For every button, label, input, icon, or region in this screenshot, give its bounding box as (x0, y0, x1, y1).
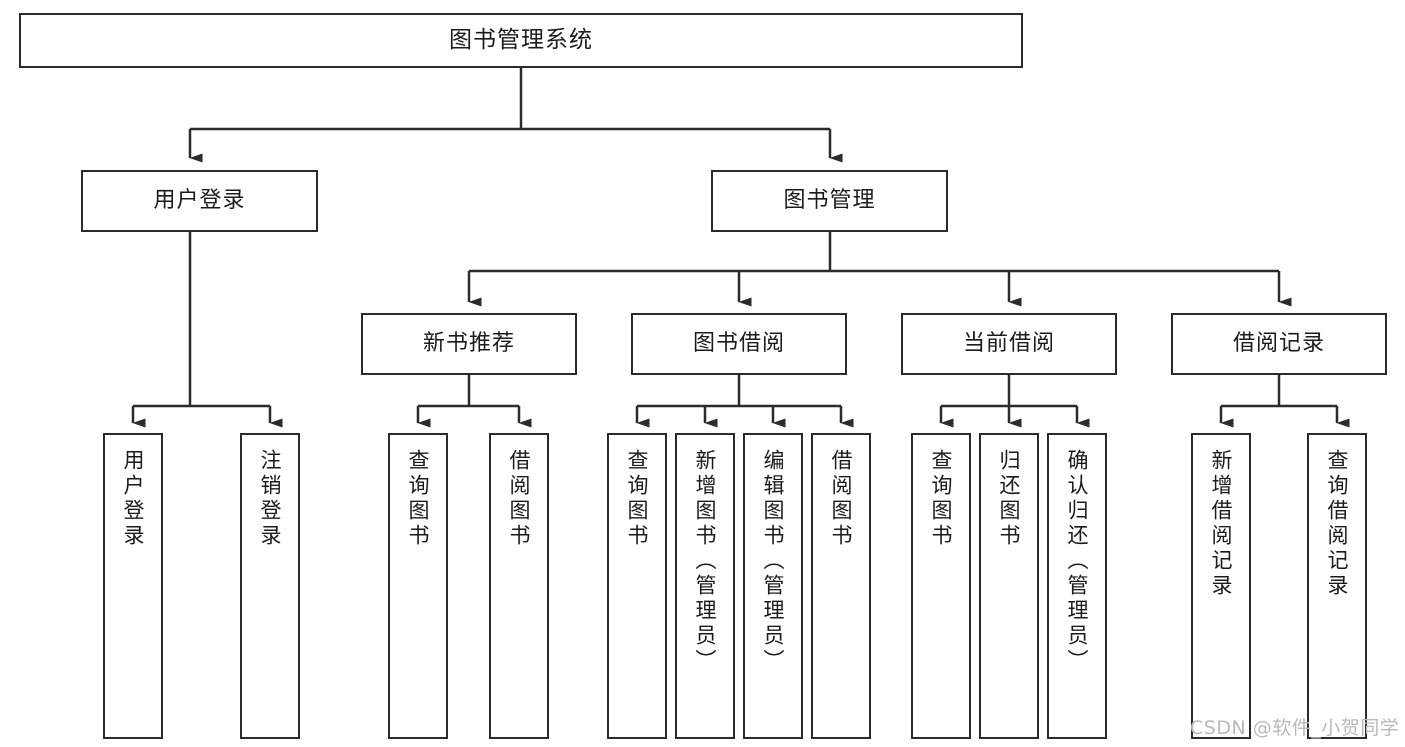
leaf-user-login-login[interactable]: 用户登录 (103, 433, 163, 739)
node-borrow-record[interactable]: 借阅记录 (1171, 313, 1387, 375)
node-book-borrow[interactable]: 图书借阅 (631, 313, 847, 375)
leaf-current-confirm-return-label: 确认归还（管理员） (1065, 449, 1090, 674)
node-user-login-label: 用户登录 (153, 188, 246, 214)
watermark: CSDN @软件_小贺同学 (1190, 717, 1400, 739)
leaf-borrow-edit-book-label: 编辑图书（管理员） (761, 449, 786, 674)
leaf-record-add-label: 新增借阅记录 (1209, 449, 1234, 599)
leaf-record-add[interactable]: 新增借阅记录 (1191, 433, 1251, 739)
leaf-new-book-borrow[interactable]: 借阅图书 (489, 433, 549, 739)
leaf-borrow-add-book[interactable]: 新增图书（管理员） (675, 433, 735, 739)
node-current-borrow[interactable]: 当前借阅 (901, 313, 1117, 375)
leaf-current-query-book[interactable]: 查询图书 (911, 433, 971, 739)
leaf-new-book-query[interactable]: 查询图书 (388, 433, 448, 739)
node-new-book-recommend[interactable]: 新书推荐 (361, 313, 577, 375)
leaf-user-login-logout-label: 注销登录 (258, 449, 283, 549)
leaf-current-confirm-return[interactable]: 确认归还（管理员） (1047, 433, 1107, 739)
node-new-book-recommend-label: 新书推荐 (422, 331, 515, 357)
leaf-borrow-add-book-label: 新增图书（管理员） (693, 449, 718, 674)
leaf-user-login-logout[interactable]: 注销登录 (240, 433, 300, 739)
leaf-user-login-login-label: 用户登录 (121, 449, 146, 549)
leaf-record-query[interactable]: 查询借阅记录 (1307, 433, 1367, 739)
leaf-borrow-edit-book[interactable]: 编辑图书（管理员） (743, 433, 803, 739)
leaf-current-query-book-label: 查询图书 (929, 449, 954, 549)
leaf-borrow-borrow-book-label: 借阅图书 (829, 449, 854, 549)
node-book-borrow-label: 图书借阅 (692, 331, 785, 357)
leaf-new-book-query-label: 查询图书 (406, 449, 431, 549)
node-book-management[interactable]: 图书管理 (711, 170, 948, 232)
leaf-borrow-query-book-label: 查询图书 (625, 449, 650, 549)
leaf-borrow-borrow-book[interactable]: 借阅图书 (811, 433, 871, 739)
node-user-login[interactable]: 用户登录 (81, 170, 318, 232)
leaf-record-query-label: 查询借阅记录 (1325, 449, 1350, 599)
leaf-borrow-query-book[interactable]: 查询图书 (607, 433, 667, 739)
node-book-management-label: 图书管理 (783, 188, 876, 214)
leaf-current-return-book[interactable]: 归还图书 (979, 433, 1039, 739)
node-current-borrow-label: 当前借阅 (962, 331, 1055, 357)
leaf-new-book-borrow-label: 借阅图书 (507, 449, 532, 549)
leaf-current-return-book-label: 归还图书 (997, 449, 1022, 549)
node-root[interactable]: 图书管理系统 (19, 13, 1023, 68)
node-borrow-record-label: 借阅记录 (1232, 331, 1325, 357)
node-root-label: 图书管理系统 (449, 27, 593, 54)
